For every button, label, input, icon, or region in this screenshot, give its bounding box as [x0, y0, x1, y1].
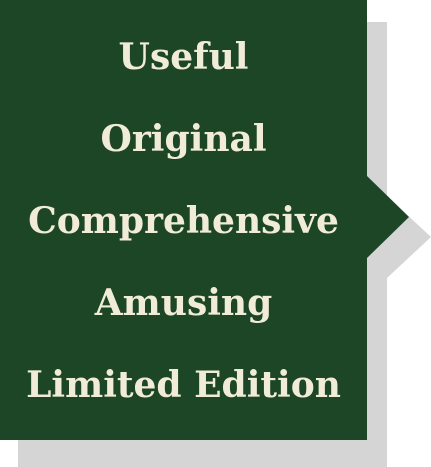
panel-body — [0, 0, 409, 440]
feature-list: Useful Original Comprehensive Amusing Li… — [26, 36, 341, 406]
feature-item-amusing: Amusing — [94, 282, 273, 324]
feature-item-comprehensive: Comprehensive — [28, 200, 339, 242]
feature-item-useful: Useful — [118, 36, 249, 78]
feature-item-original: Original — [100, 118, 267, 160]
feature-item-limited-edition: Limited Edition — [26, 364, 341, 406]
